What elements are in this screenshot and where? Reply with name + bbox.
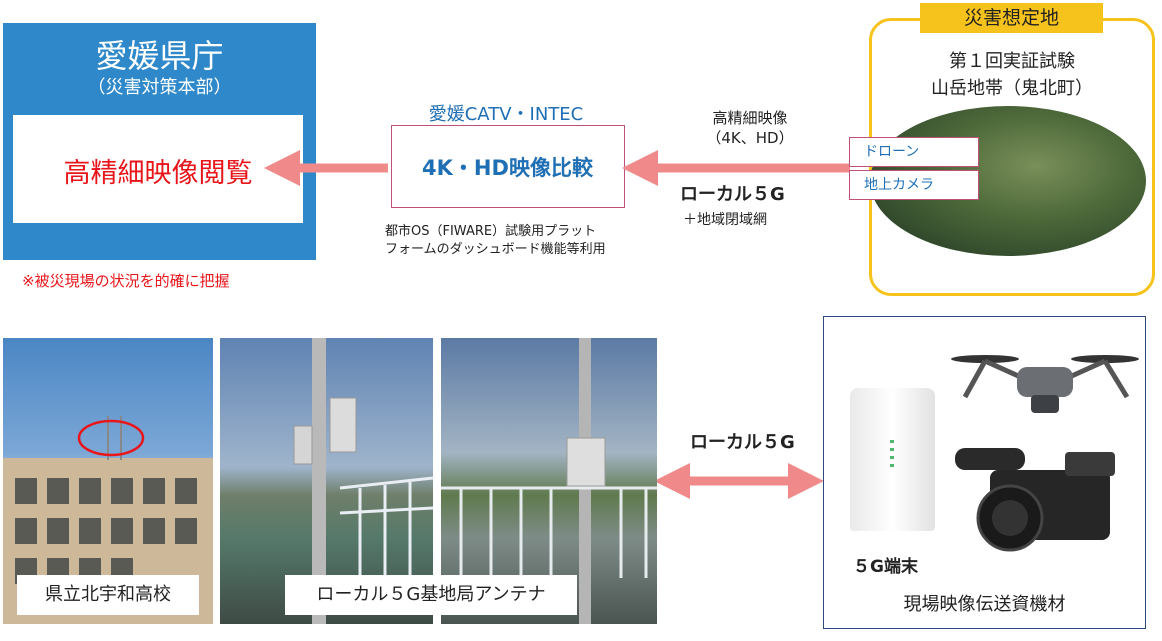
site-title-line2: 山岳地帯（鬼北町） [931, 78, 1093, 99]
router-led-icon [890, 440, 894, 470]
catv-box: 4K・HD映像比較 [391, 125, 625, 208]
prefecture-subtitle: （災害対策本部） [87, 77, 232, 98]
prefecture-note: ※被災現場の状況を的確に把握 [22, 272, 230, 290]
video-camera-icon [955, 448, 1115, 552]
antenna-highlight-circle [77, 419, 145, 457]
drone-tag: ドローン [849, 137, 979, 167]
catv-note-line1: 都市OS（FIWARE）試験用プラット [385, 224, 597, 239]
prefecture-box: 愛媛県庁 （災害対策本部） 高精細映像閲覧 [3, 23, 316, 260]
antenna-caption: ローカル５G基地局アンテナ [285, 575, 577, 615]
video-label-line2: （4K、HD） [706, 129, 794, 147]
catv-label: 愛媛CATV・INTEC [428, 104, 584, 125]
catv-note-line2: フォームのダッシュボード機能等利用 [385, 242, 606, 257]
video-label: 高精細映像 （4K、HD） [670, 108, 830, 148]
catv-note: 都市OS（FIWARE）試験用プラット フォームのダッシュボード機能等利用 [385, 223, 655, 259]
school-caption: 県立北宇和高校 [17, 575, 199, 615]
site-title-line1: 第１回実証試験 [949, 51, 1075, 72]
prefecture-title: 愛媛県庁 [95, 37, 224, 75]
equipment-title: 現場映像伝送資機材 [903, 594, 1066, 615]
5g-router-icon [850, 388, 935, 531]
video-label-line1: 高精細映像 [712, 109, 788, 127]
antenna-pole-illustration [293, 338, 433, 624]
local5g-label: ローカル５G [680, 184, 785, 205]
network-label: ＋地域閉域網 [683, 212, 767, 228]
terminal-label: ５G端末 [853, 557, 918, 577]
ground-camera-tag: 地上カメラ [849, 170, 979, 200]
view-label: 高精細映像閲覧 [63, 158, 253, 189]
antenna-box-illustration [441, 338, 657, 624]
drone-icon [951, 355, 1139, 413]
disaster-site-tag: 災害想定地 [920, 3, 1103, 33]
view-panel: 高精細映像閲覧 [13, 115, 303, 223]
local5g-link-label: ローカル５G [690, 432, 795, 453]
catv-box-text: 4K・HD映像比較 [422, 156, 593, 180]
